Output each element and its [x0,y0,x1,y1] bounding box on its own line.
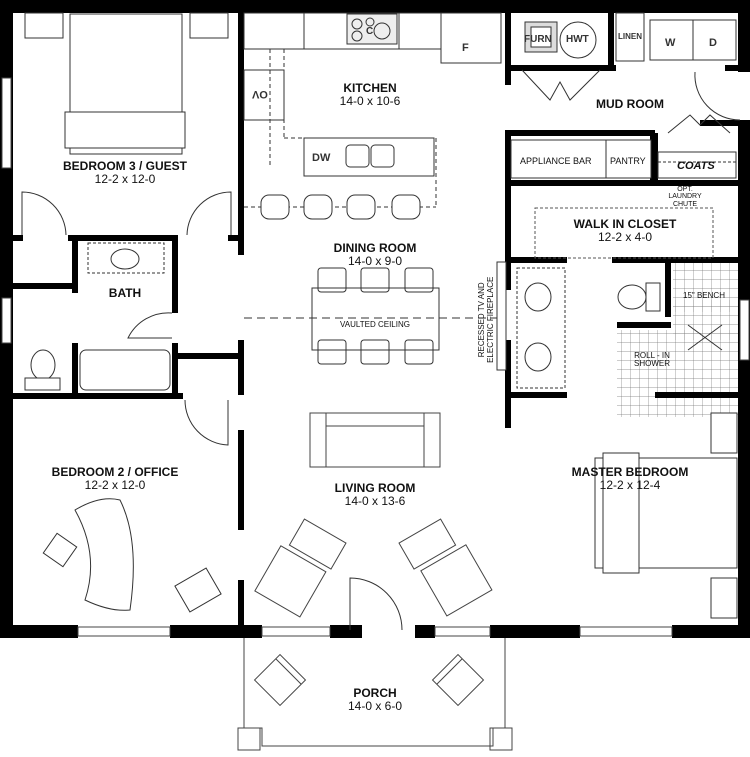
shower-tile [617,262,745,417]
fridge-label: F [462,42,469,54]
bar-stools [260,194,421,220]
tv-fireplace-note: RECESSED TV AND ELECTRIC FIREPLACE [477,265,496,375]
master-bath-fixtures [516,267,661,389]
entry-door [349,577,403,631]
office-door [184,399,229,446]
room-label-kitchen: KITCHEN 14-0 x 10-6 [310,81,430,109]
vaulted-ceiling-note: VAULTED CEILING [340,320,410,329]
bed3-door-left [21,191,67,236]
room-label-walk-in-closet: WALK IN CLOSET 12-2 x 4-0 [560,217,690,245]
coat-bifold-doors [667,114,731,134]
tv-fireplace-niche [496,261,507,371]
bath-fixtures [24,242,171,391]
room-name: DINING ROOM [333,241,417,255]
room-label-dining-room: DINING ROOM 14-0 x 9-0 [315,241,435,269]
room-label-bedroom2: BEDROOM 2 / OFFICE 12-2 x 12-0 [40,465,190,493]
mud-bifold-doors [521,69,601,101]
room-dims: 14-0 x 9-0 [347,254,403,269]
porch-chairs [253,653,485,707]
room-name: MUD ROOM [596,97,664,111]
bath-door [127,312,173,339]
bed3-door-right [186,191,232,236]
water-heater-label: HWT [566,34,589,45]
room-name: PORCH [353,686,397,700]
closet-shelving [534,207,714,259]
room-label-living-room: LIVING ROOM 14-0 x 13-6 [315,481,435,509]
room-name: LIVING ROOM [334,481,416,495]
porch-outline [237,638,513,751]
laundry-chute-note: OPT. LAUNDRY CHUTE [660,186,710,208]
room-dims: 12-2 x 12-0 [84,478,146,493]
shower-note: ROLL - IN SHOWER [628,351,676,369]
room-name: MASTER BEDROOM [571,465,689,479]
office-furniture [42,498,222,613]
note-line: LAUNDRY [668,193,702,201]
dryer-label: D [709,37,717,49]
room-label-porch: PORCH 14-0 x 6-0 [325,686,425,714]
sink [345,144,395,168]
room-name: WALK IN CLOSET [573,217,677,231]
side-door [694,71,741,121]
interior-walls [13,0,738,630]
room-name: BEDROOM 2 / OFFICE [51,465,179,479]
oven-label: OV [252,88,268,100]
furnace-label: FURN [524,34,552,45]
room-name: KITCHEN [343,81,397,95]
windows [1,77,750,637]
bench-note: 15" BENCH [683,291,725,300]
cooktop [346,13,398,45]
pantry-label: PANTRY [610,156,646,166]
note-line: OPT. [677,186,693,193]
washer-label: W [665,37,676,49]
linen-label: LINEN [618,32,642,41]
cooktop-label: C [366,26,374,37]
bed-guest [24,12,229,155]
coats-label: COATS [677,160,715,172]
room-dims: 14-0 x 10-6 [339,94,401,109]
room-dims: 12-2 x 12-4 [599,478,661,493]
shower-drain [687,324,723,351]
room-label-master-bedroom: MASTER BEDROOM 12-2 x 12-4 [555,465,705,493]
room-name: BEDROOM 3 / GUEST [62,159,187,173]
mud-room-fixtures [510,12,737,179]
note-line: SHOWER [634,359,670,369]
master-bed [594,412,738,619]
dining-table [311,267,440,365]
sofa [309,412,441,468]
dishwasher-label: DW [312,152,331,164]
room-label-bedroom3: BEDROOM 3 / GUEST 12-2 x 12-0 [60,159,190,187]
room-name: BATH [108,286,142,300]
note-line: CHUTE [672,200,698,208]
note-line: ELECTRIC FIREPLACE [486,276,495,363]
room-dims: 12-2 x 4-0 [597,230,653,245]
room-dims: 14-0 x 13-6 [344,494,406,509]
note-line: ROLL - IN [634,351,670,360]
room-dims: 14-0 x 6-0 [347,699,403,714]
room-label-bath: BATH [95,286,155,300]
appliance-bar-label: APPLIANCE BAR [520,156,592,166]
room-dims: 12-2 x 12-0 [94,172,156,187]
armchairs [254,518,493,618]
room-label-mud-room: MUD ROOM [580,97,680,111]
